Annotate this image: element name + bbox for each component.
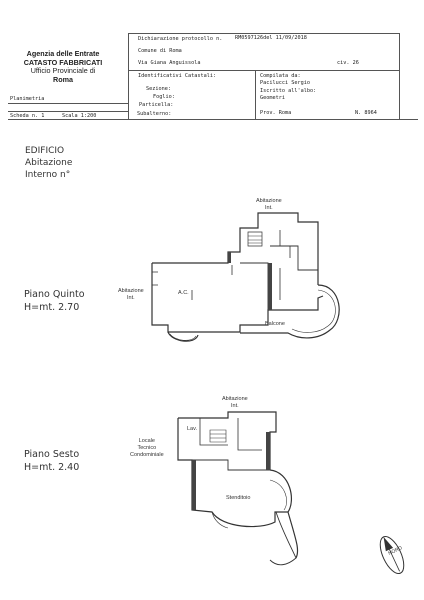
header-bottom-line: [8, 119, 418, 120]
agency-name: Agenzia delle Entrate: [26, 49, 100, 58]
edificio-interno: Interno n°: [25, 170, 71, 180]
scheda-line: [8, 111, 128, 112]
compilata-label: Compilata da:: [260, 73, 301, 79]
agency-city: Roma: [53, 74, 73, 84]
pq-abitazione-top-name: Abitazione: [256, 198, 282, 204]
identificativi-label: Identificativi Catastali:: [138, 73, 217, 79]
north-arrow-icon: [379, 535, 405, 575]
planimetria-line: [8, 103, 128, 104]
sezione-label: Sezione:: [146, 86, 171, 92]
comune: Comune di Roma: [138, 48, 182, 54]
scheda-label: Scheda n. 1: [10, 113, 45, 119]
agency-catasto: CATASTO FABBRICATI: [23, 57, 103, 67]
subalterno-label: Subalterno:: [137, 111, 172, 117]
foglio-label: Foglio:: [153, 94, 175, 100]
ps-locale-label: Locale Tecnico Condominiale: [130, 438, 164, 459]
piano-quinto-label: Piano Quinto H=mt. 2.70: [24, 288, 85, 314]
pq-abitazione-left-int: Int.: [127, 294, 135, 301]
ps-abitazione-top-name: Abitazione: [222, 396, 248, 402]
ps-abitazione-top-int: Int.: [231, 402, 239, 409]
planimetria-label: Planimetria: [10, 96, 45, 102]
via: Via Giana Anguissola: [138, 60, 201, 66]
pq-abitazione-top: Abitazione Int.: [256, 198, 282, 211]
piano-quinto-outline: [151, 263, 324, 333]
ps-locale-line1: Locale: [138, 438, 155, 444]
agency-office: Ufficio Provinciale di: [30, 66, 96, 75]
civico: civ. 26: [337, 60, 359, 66]
compilatore: Pacilucci Sergio: [260, 80, 310, 86]
header-divider: [255, 70, 256, 119]
ps-locale-line3: Condominiale: [130, 452, 164, 458]
piano-sesto-label: Piano Sesto H=mt. 2.40: [24, 448, 79, 474]
iscritto-label: Iscritto all'albo:: [260, 88, 317, 94]
dichiarazione-label: Dichiarazione protocollo n.: [138, 36, 223, 42]
pq-ac-label: A.C.: [178, 290, 189, 296]
albo: Geometri: [260, 95, 285, 101]
particella-label: Particella:: [139, 102, 174, 108]
pq-abitazione-left-name: Abitazione: [118, 288, 144, 294]
ps-abitazione-top: Abitazione Int.: [222, 396, 248, 409]
edificio-title: EDIFICIO: [25, 146, 65, 156]
numero-albo: N. 8964: [355, 110, 377, 116]
piano-quinto-height: H=mt. 2.70: [24, 302, 80, 313]
provincia: Prov. Roma: [260, 110, 292, 116]
pq-abitazione-left: Abitazione Int.: [118, 288, 144, 301]
piano-sesto-height: H=mt. 2.40: [24, 462, 80, 473]
edificio-abitazione: Abitazione: [25, 158, 73, 168]
pq-abitazione-top-int: Int.: [265, 204, 273, 211]
ps-locale-line2: Tecnico: [137, 445, 157, 451]
piano-quinto-name: Piano Quinto: [24, 289, 85, 300]
pq-balcone-label: Balcone: [265, 321, 285, 327]
ps-lav-label: Lav.: [187, 426, 197, 432]
piano-sesto-name: Piano Sesto: [24, 449, 80, 460]
scala-label: Scala 1:200: [62, 113, 97, 119]
ps-stenditoio-label: Stenditoio: [226, 495, 251, 501]
agency-block: Agenzia delle Entrate CATASTO FABBRICATI…: [8, 49, 118, 84]
dichiarazione-value: RM0597126del 11/09/2018: [235, 35, 307, 41]
edificio-block: EDIFICIO Abitazione Interno n°: [25, 145, 72, 181]
balcone-outline: [167, 331, 199, 342]
